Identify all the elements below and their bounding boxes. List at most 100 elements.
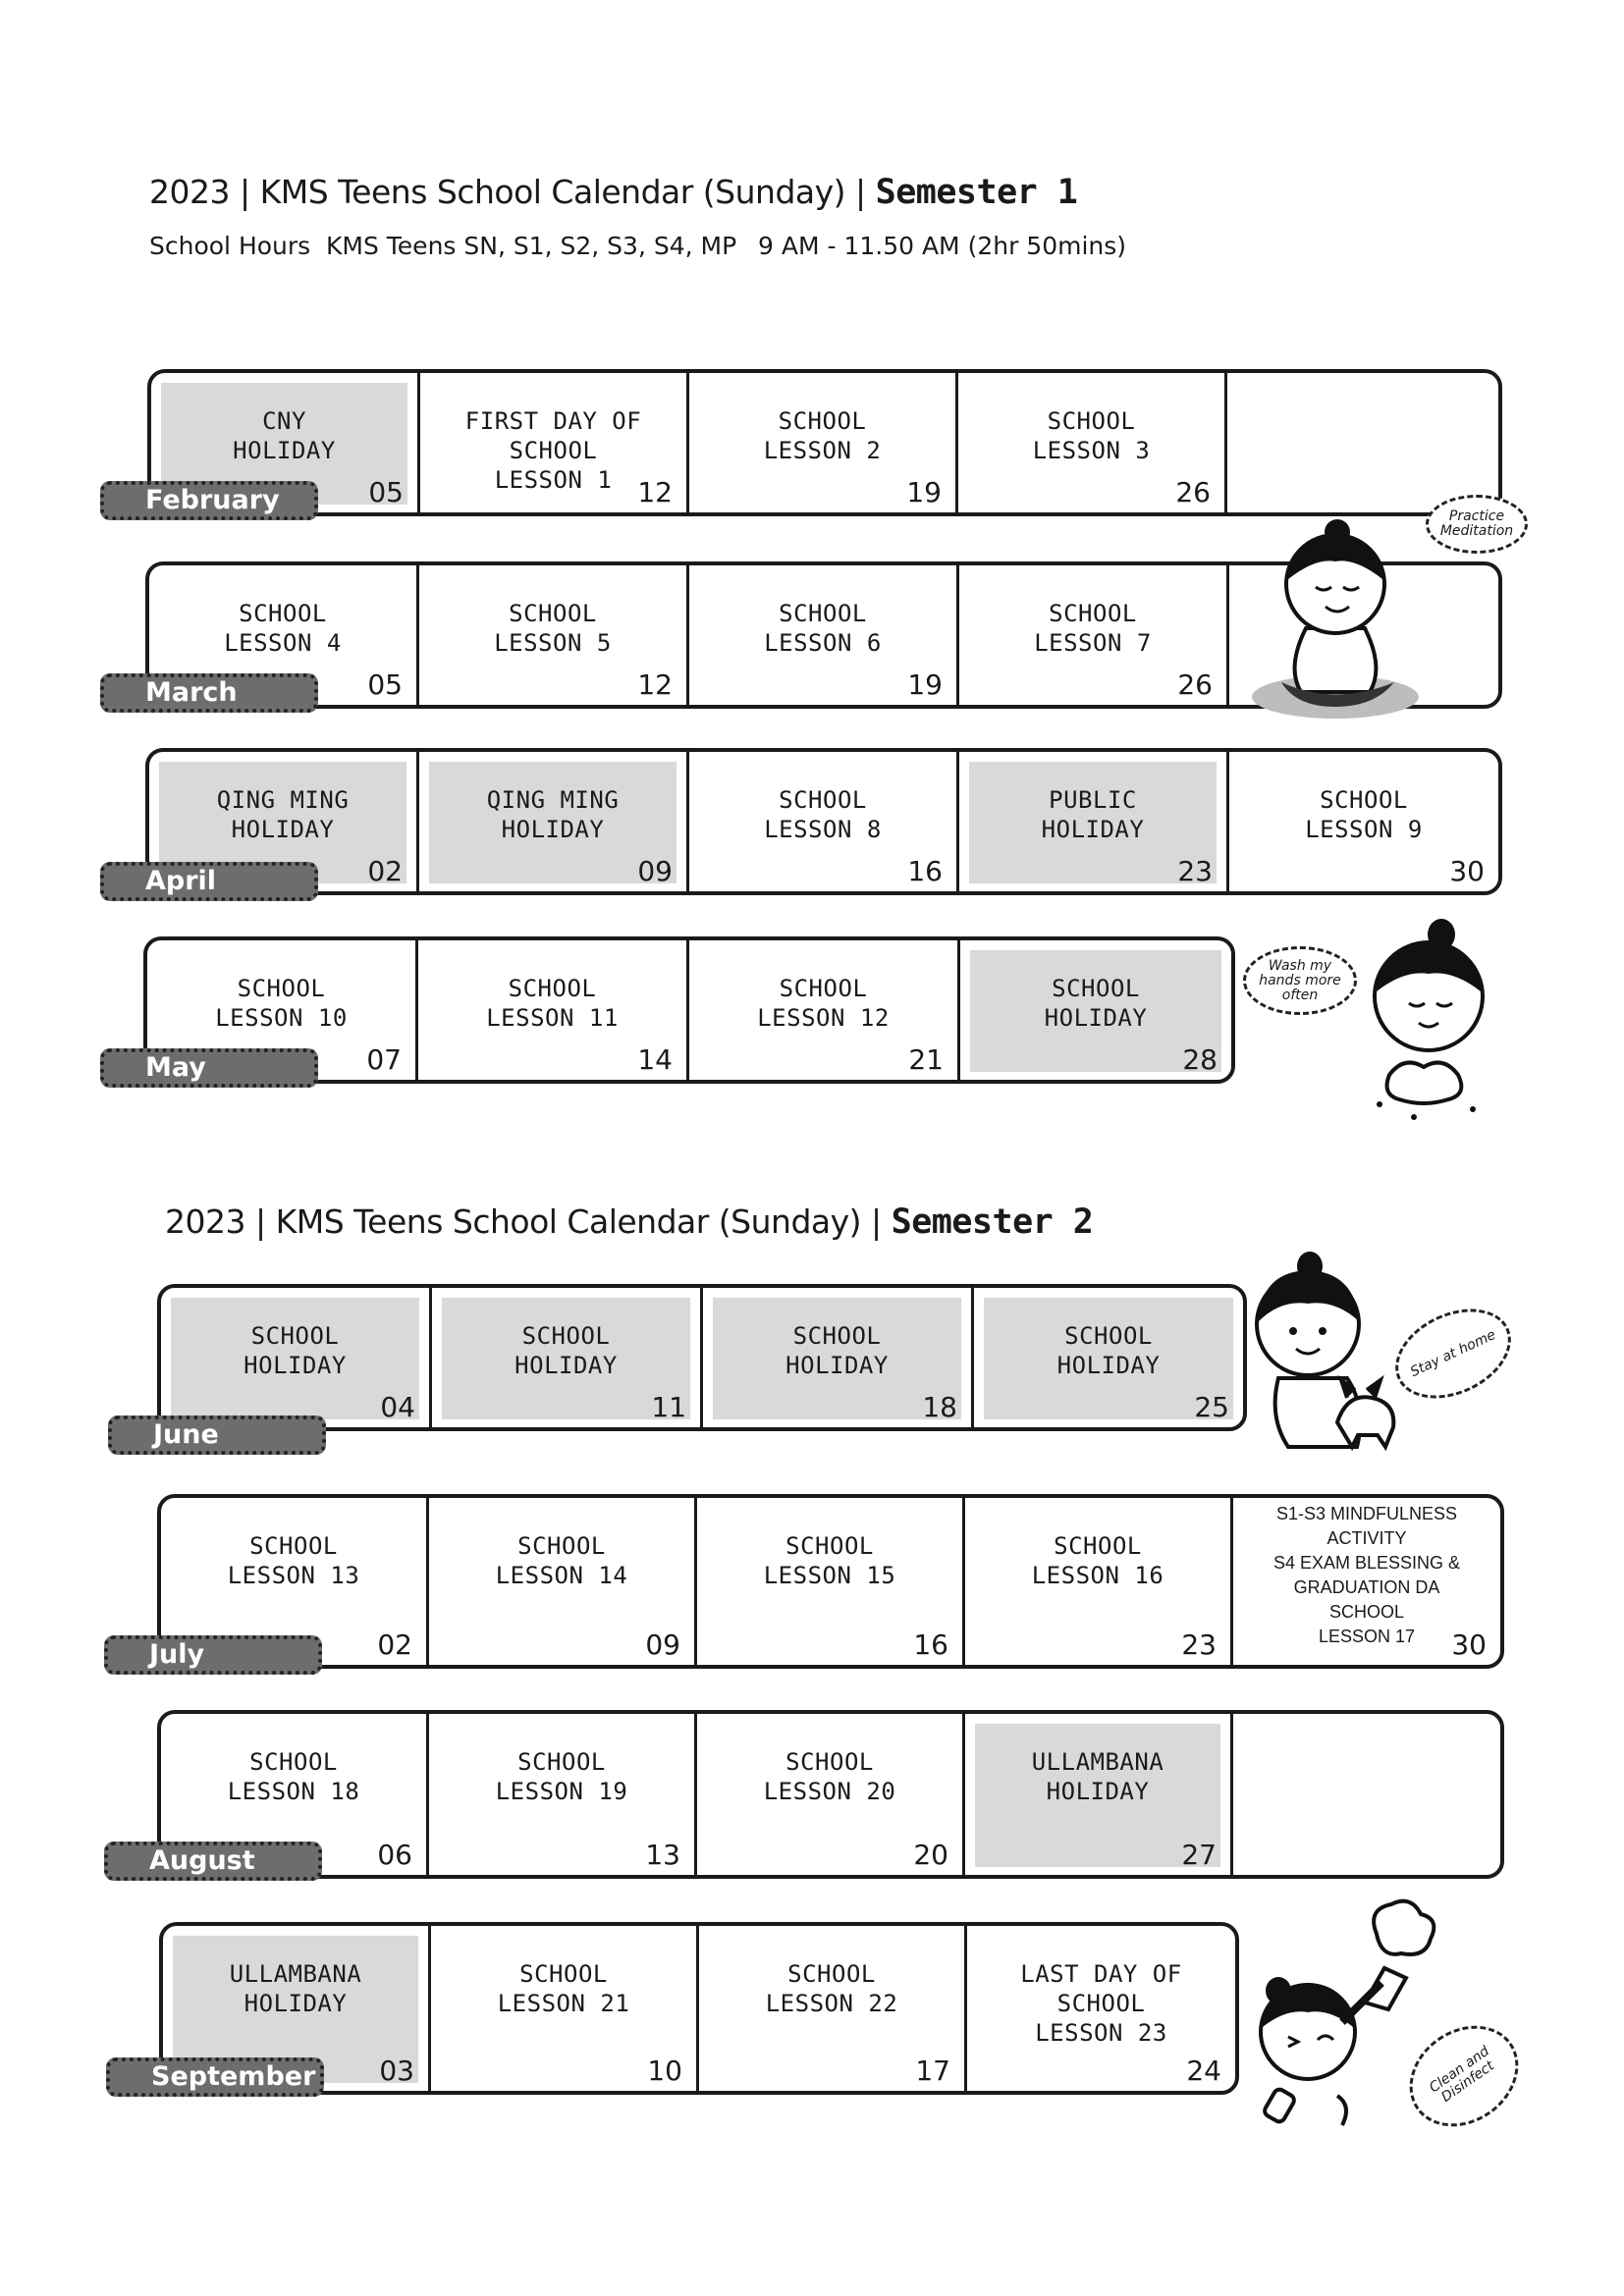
cell-date: 25 xyxy=(1194,1391,1229,1423)
month-tab-april: April xyxy=(100,862,318,901)
cell-label: SCHOOL HOLIDAY xyxy=(1056,1322,1161,1379)
cell-date: 02 xyxy=(377,1629,412,1661)
cell-date: 13 xyxy=(645,1839,680,1871)
cell-date: 05 xyxy=(368,476,404,508)
holiday-shade xyxy=(171,1298,419,1419)
cell-date: 02 xyxy=(367,855,403,887)
calendar-cell xyxy=(1227,373,1498,512)
cell-label: ULLAMBANA HOLIDAY xyxy=(1031,1748,1164,1805)
cell-label: SCHOOL LESSON 15 xyxy=(763,1532,896,1589)
meditating-kid-icon xyxy=(1252,519,1419,719)
holiday-shade xyxy=(969,762,1217,883)
cell-date: 11 xyxy=(651,1391,686,1423)
cell-label: ULLAMBANA HOLIDAY xyxy=(229,1960,362,2017)
calendar-cell-holiday: SCHOOL HOLIDAY 28 xyxy=(960,940,1231,1080)
holiday-shade xyxy=(429,762,677,883)
calendar-cell: SCHOOL LESSON 2 19 xyxy=(689,373,958,512)
cell-date: 07 xyxy=(366,1043,402,1076)
bubble-practice-meditation: Practice Meditation xyxy=(1426,495,1528,554)
month-tab-september: September xyxy=(106,2057,324,2097)
cell-date: 09 xyxy=(637,855,673,887)
month-tab-may: May xyxy=(100,1048,318,1088)
calendar-cell xyxy=(1233,1714,1500,1875)
cell-date: 16 xyxy=(907,855,943,887)
cell-label: S1-S3 MINDFULNESS ACTIVITY S4 EXAM BLESS… xyxy=(1272,1504,1461,1646)
cell-label: SCHOOL HOLIDAY xyxy=(785,1322,889,1379)
cell-date: 28 xyxy=(1182,1043,1218,1076)
cell-label: SCHOOL LESSON 16 xyxy=(1031,1532,1164,1589)
cell-label: SCHOOL LESSON 9 xyxy=(1305,786,1423,843)
cleaning-kid-icon xyxy=(1259,1898,1436,2126)
cell-label: SCHOOL LESSON 6 xyxy=(764,600,882,657)
calendar-cell-holiday: SCHOOL HOLIDAY 25 xyxy=(974,1288,1243,1427)
month-tab-august: August xyxy=(104,1842,322,1881)
month-tab-june: June xyxy=(108,1415,326,1455)
calendar-cell: SCHOOL LESSON 22 17 xyxy=(699,1926,967,2091)
holiday-shade xyxy=(975,1724,1220,1867)
cell-date: 30 xyxy=(1449,855,1485,887)
cell-date: 16 xyxy=(913,1629,948,1661)
cell-date: 05 xyxy=(367,668,403,701)
calendar-cell: SCHOOL LESSON 9 30 xyxy=(1229,752,1498,891)
semester2-title: 2023 | KMS Teens School Calendar (Sunday… xyxy=(165,1202,1094,1242)
calendar-cell: SCHOOL LESSON 16 23 xyxy=(965,1498,1233,1665)
cell-date: 27 xyxy=(1181,1839,1217,1871)
cell-label: SCHOOL LESSON 12 xyxy=(757,975,890,1032)
cell-label: SCHOOL LESSON 22 xyxy=(765,1960,898,2017)
calendar-cell: SCHOOL LESSON 19 13 xyxy=(429,1714,697,1875)
cell-label: PUBLIC HOLIDAY xyxy=(1041,786,1145,843)
cell-date: 12 xyxy=(637,668,673,701)
cell-label: SCHOOL LESSON 7 xyxy=(1034,600,1152,657)
holiday-shade xyxy=(713,1298,961,1419)
cell-date: 17 xyxy=(915,2055,950,2087)
calendar-cell: SCHOOL LESSON 15 16 xyxy=(697,1498,965,1665)
cell-date: 03 xyxy=(379,2055,414,2087)
cell-label: FIRST DAY OF SCHOOL LESSON 1 xyxy=(464,407,642,494)
month-tab-july: July xyxy=(104,1635,322,1675)
handwashing-kid-icon xyxy=(1373,919,1485,1120)
cell-label: SCHOOL LESSON 19 xyxy=(495,1748,628,1805)
cell-date: 23 xyxy=(1181,1629,1217,1661)
cell-date: 20 xyxy=(913,1839,948,1871)
cell-date: 06 xyxy=(377,1839,412,1871)
cell-label: SCHOOL LESSON 10 xyxy=(215,975,348,1032)
semester1-title-bold: Semester 1 xyxy=(875,173,1078,212)
calendar-cell: SCHOOL LESSON 12 21 xyxy=(689,940,960,1080)
cell-date: 24 xyxy=(1186,2055,1221,2087)
cell-label: SCHOOL LESSON 11 xyxy=(486,975,619,1032)
calendar-cell: S1-S3 MINDFULNESS ACTIVITY S4 EXAM BLESS… xyxy=(1233,1498,1500,1665)
cell-date: 26 xyxy=(1175,476,1211,508)
holiday-shade xyxy=(970,950,1221,1072)
cell-date: 19 xyxy=(906,476,942,508)
school-hours-classes: KMS Teens SN, S1, S2, S3, S4, MP xyxy=(326,232,737,260)
semester1-title-prefix: 2023 | KMS Teens School Calendar (Sunday… xyxy=(149,173,866,211)
cell-date: 18 xyxy=(922,1391,957,1423)
semester2-title-prefix: 2023 | KMS Teens School Calendar (Sunday… xyxy=(165,1202,882,1241)
calendar-cell-holiday: ULLAMBANA HOLIDAY 27 xyxy=(965,1714,1233,1875)
cell-date: 21 xyxy=(908,1043,944,1076)
cell-label: QING MING HOLIDAY xyxy=(216,786,350,843)
cell-label: SCHOOL LESSON 2 xyxy=(763,407,882,464)
cell-label: SCHOOL HOLIDAY xyxy=(1044,975,1148,1032)
semester2-title-bold: Semester 2 xyxy=(891,1202,1094,1242)
school-hours-time: 9 AM - 11.50 AM (2hr 50mins) xyxy=(758,232,1127,260)
